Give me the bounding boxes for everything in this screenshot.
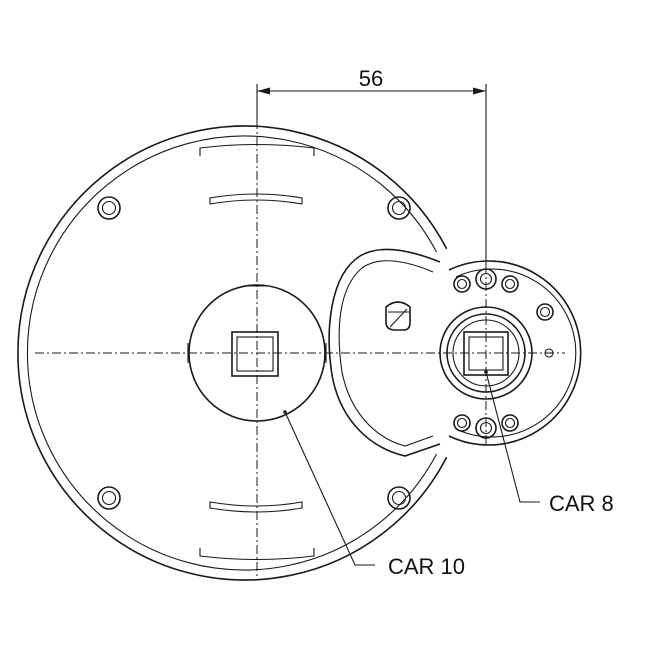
mount-hole — [387, 486, 411, 510]
large-disc-holes — [97, 196, 411, 510]
mount-hole — [387, 196, 411, 220]
large-disc — [17, 125, 448, 581]
large-disc-inner-edge — [26, 135, 437, 571]
small-hole — [453, 414, 471, 432]
leader-lines — [283, 370, 540, 566]
small-hole — [453, 275, 471, 293]
mount-hole — [97, 486, 121, 510]
dimension-56: 56 — [256, 66, 487, 265]
dimension-arrow-right — [473, 87, 486, 95]
small-plate-outline — [448, 260, 582, 446]
car10-label: CAR 10 — [388, 554, 465, 579]
bottom-slot — [209, 501, 303, 513]
small-hole — [501, 414, 519, 432]
small-hole — [536, 303, 554, 321]
dimension-value: 56 — [359, 66, 383, 91]
central-square-socket — [231, 331, 279, 377]
bottom-tab — [199, 548, 315, 561]
dimension-arrow-left — [257, 87, 270, 95]
car8-leader — [485, 371, 540, 503]
cam-plate — [328, 248, 441, 457]
car8-label: CAR 8 — [549, 491, 614, 516]
lock-bolt-icon — [385, 301, 411, 331]
mount-hole — [97, 196, 121, 220]
large-disc-outer-edge — [17, 125, 448, 581]
center-lines — [35, 120, 565, 580]
top-slot — [209, 193, 303, 205]
cam-plate-outline — [328, 248, 441, 457]
small-hole — [501, 275, 519, 293]
car10-leader — [284, 411, 375, 566]
